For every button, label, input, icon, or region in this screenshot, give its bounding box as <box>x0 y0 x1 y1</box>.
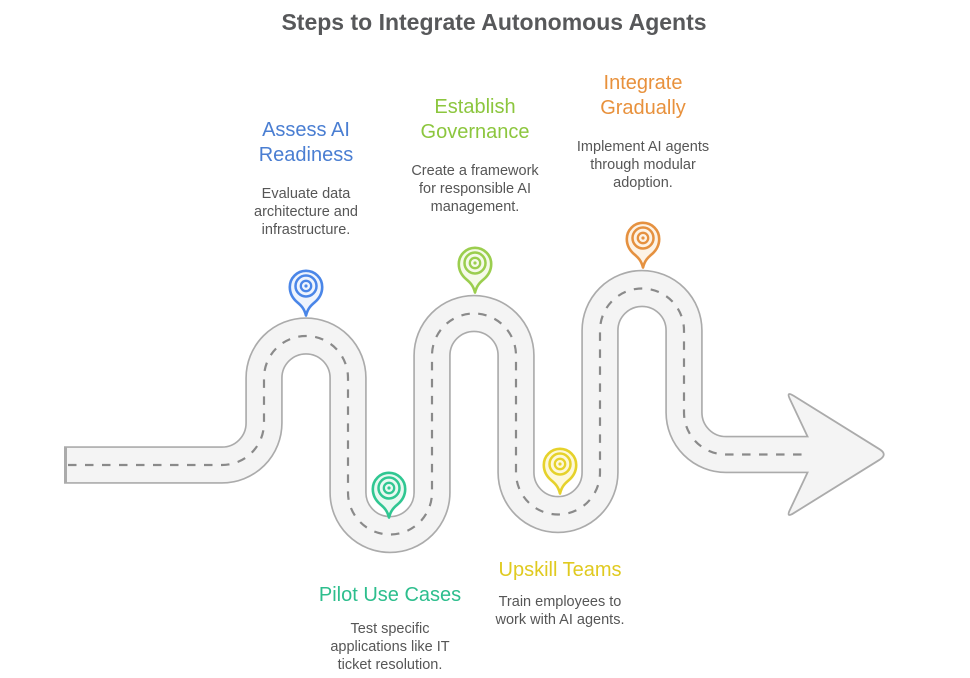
road-centerline <box>68 287 806 536</box>
location-pin-icon <box>288 269 324 317</box>
location-pin-icon <box>625 221 661 269</box>
arrow-head <box>787 393 885 516</box>
location-pin-icon <box>371 471 407 519</box>
step-title-integrate-gradually: Integrate Gradually <box>600 72 686 119</box>
location-pin-icon <box>542 447 578 495</box>
step-description-integrate-gradually: Implement AI agents through modular adop… <box>576 139 710 191</box>
step-description-upskill-teams: Train employees to work with AI agents. <box>495 594 625 628</box>
step-description-assess-ai-readiness: Evaluate data architecture and infrastru… <box>254 186 358 238</box>
step-description-pilot-use-cases: Test specific applications like IT ticke… <box>330 621 450 673</box>
step-title-pilot-use-cases: Pilot Use Cases <box>318 584 462 606</box>
road-surface <box>67 271 812 552</box>
step-title-assess-ai-readiness: Assess AI Readiness <box>258 119 354 166</box>
step-title-upskill-teams: Upskill Teams <box>498 559 622 581</box>
location-pin-icon <box>457 246 493 294</box>
page-title: Steps to Integrate Autonomous Agents <box>281 9 707 35</box>
step-description-establish-governance: Create a framework for responsible AI ma… <box>411 163 539 215</box>
step-title-establish-governance: Establish Governance <box>420 96 530 143</box>
